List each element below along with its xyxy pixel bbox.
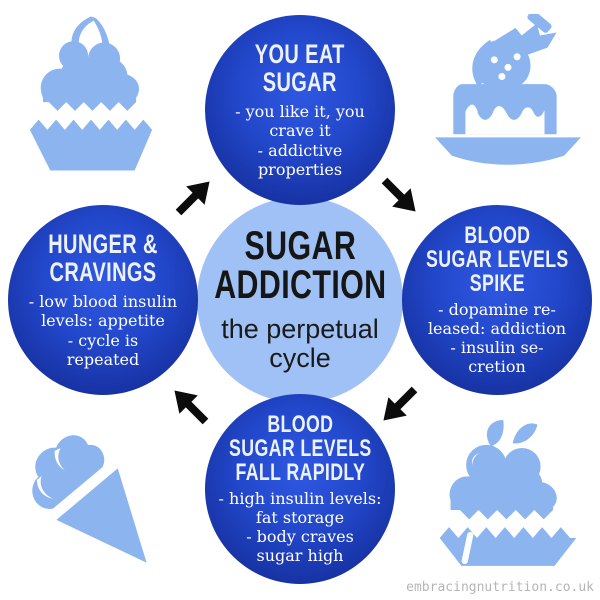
cupcake-icon (430, 420, 586, 569)
node-hunger-cravings: HUNGER & CRAVINGS - low blood insulin le… (8, 205, 198, 395)
node-body: - low blood insulin levels: appetite - c… (29, 292, 177, 369)
body-line: leased: addiction (427, 318, 567, 338)
heading-line: HUNGER & (48, 229, 158, 260)
node-heading: YOU EAT SUGAR (255, 41, 345, 96)
node-heading: HUNGER & CRAVINGS (48, 231, 158, 286)
body-line: cretion (468, 357, 526, 377)
heading-line: YOU EAT (255, 39, 345, 70)
body-line: repeated (66, 349, 140, 369)
arrow-top-to-right-icon (374, 170, 426, 222)
node-you-eat-sugar: YOU EAT SUGAR - you like it, you crave i… (205, 15, 395, 205)
body-line: - you like it, you (235, 102, 365, 122)
body-line: - addictive (257, 140, 343, 160)
body-line: - body craves (246, 527, 354, 546)
heading-line: SPIKE (469, 269, 525, 297)
heading-line: FALL RAPIDLY (235, 458, 365, 486)
body-line: properties (257, 159, 343, 179)
heading-line: SUGAR (262, 66, 337, 97)
body-line: - high insulin levels: (218, 488, 382, 508)
node-body: - dopamine re- leased: addiction - insul… (428, 300, 566, 377)
cake-slice-strawberry-icon (432, 14, 584, 171)
center-circle: SUGAR ADDICTION the perpetual cycle (197, 197, 403, 403)
body-line: - insulin se- (450, 338, 544, 357)
body-line: fat storage (255, 507, 345, 527)
heading-line: CRAVINGS (49, 256, 157, 287)
diagram-title: SUGAR ADDICTION (213, 224, 387, 308)
cupcake-cherries-icon (18, 12, 164, 172)
body-line: sugar high (256, 546, 344, 566)
subtitle-line: the perpetual (221, 313, 379, 344)
node-body: - you like it, you crave it - addictive … (235, 102, 365, 179)
node-heading: BLOOD SUGAR LEVELS FALL RAPIDLY (228, 410, 372, 486)
heading-line: SUGAR LEVELS (228, 434, 372, 462)
body-line: crave it (269, 121, 331, 141)
body-line: levels: appetite (41, 311, 165, 331)
body-line: - low blood insulin (28, 292, 178, 312)
subtitle-line: cycle (269, 342, 331, 373)
title-line: SUGAR (244, 224, 356, 269)
arrow-right-to-bottom-icon (373, 379, 425, 431)
heading-line: SUGAR LEVELS (425, 245, 569, 273)
body-line: - dopamine re- (438, 299, 556, 319)
body-line: - cycle is (67, 330, 139, 350)
node-blood-sugar-levels-spike: BLOOD SUGAR LEVELS SPIKE - dopamine re- … (402, 205, 592, 395)
heading-line: BLOOD (464, 221, 531, 249)
arrow-left-to-top-icon (168, 171, 220, 223)
title-line: ADDICTION (213, 263, 387, 308)
heading-line: BLOOD (267, 410, 334, 438)
node-body: - high insulin levels: fat storage - bod… (219, 489, 382, 566)
diagram-subtitle: the perpetual cycle (221, 313, 379, 373)
node-blood-sugar-levels-fall: BLOOD SUGAR LEVELS FALL RAPIDLY - high i… (205, 394, 395, 584)
arrow-bottom-to-left-icon (164, 380, 216, 432)
watermark: embracingnutrition.co.uk (406, 580, 594, 595)
ice-cream-cone-icon (16, 424, 170, 580)
node-heading: BLOOD SUGAR LEVELS SPIKE (425, 221, 569, 297)
